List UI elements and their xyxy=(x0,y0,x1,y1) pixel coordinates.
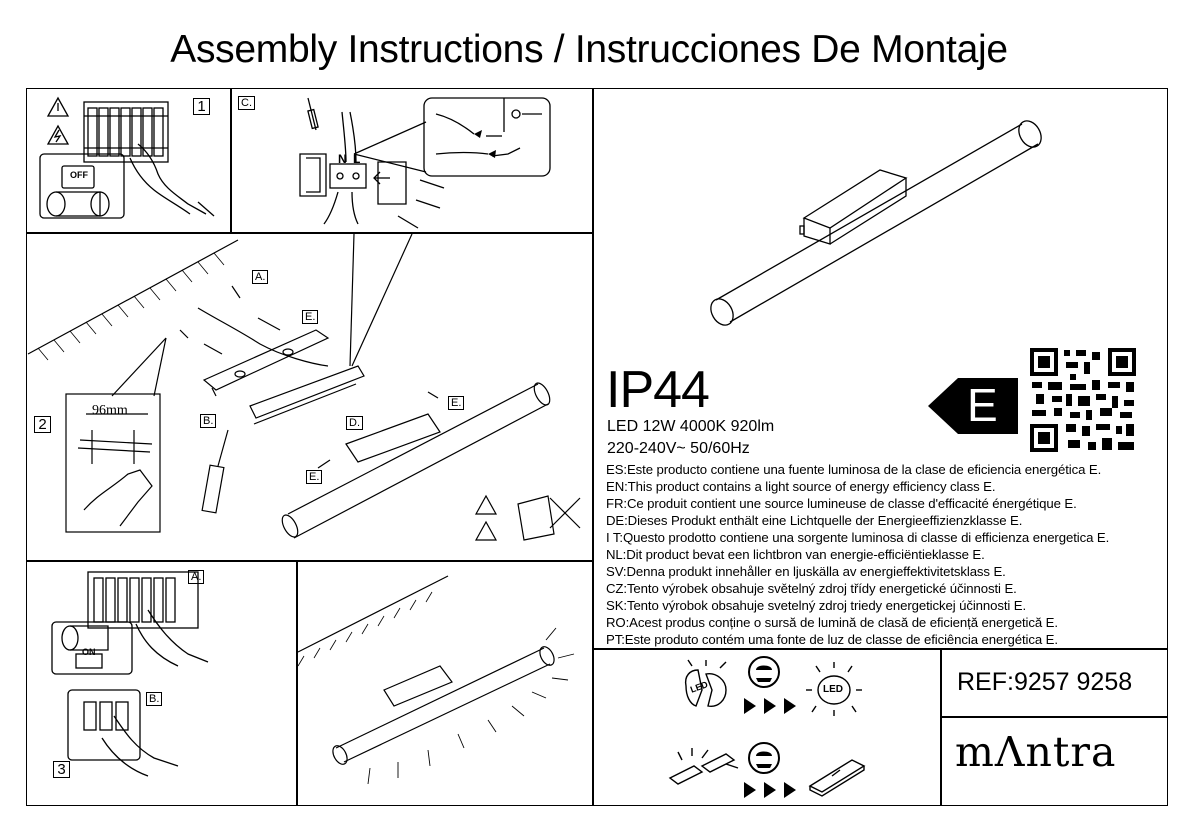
part-label-d: D. xyxy=(346,416,363,430)
energy-class-letter: E xyxy=(967,379,998,431)
energy-statement-es: ES:Este producto contiene una fuente lum… xyxy=(606,462,1102,477)
next-arrows-icon xyxy=(744,782,796,798)
page-title: Assembly Instructions / Instrucciones De… xyxy=(170,28,1008,71)
new-led-text: LED xyxy=(823,684,843,695)
divider xyxy=(26,232,592,234)
divider xyxy=(940,648,942,806)
broken-driver-icon xyxy=(668,748,739,785)
energy-statement-pt: PT:Este produto contém uma fonte de luz … xyxy=(606,632,1058,647)
energy-statement-fr: FR:Ce produit contient une source lumine… xyxy=(606,496,1077,511)
divider xyxy=(296,560,298,806)
divider xyxy=(940,716,1168,718)
divider xyxy=(230,88,232,232)
part-label-b: B. xyxy=(200,414,217,428)
part-label-a: A. xyxy=(188,570,205,584)
instruction-frame xyxy=(26,88,1168,806)
energy-statement-ro: RO:Acest produs conține o sursă de lumin… xyxy=(606,615,1058,630)
part-label-e: E. xyxy=(306,470,323,484)
step-number: 3 xyxy=(53,761,70,778)
mounting-illustration xyxy=(27,233,581,541)
reference-number: REF:9257 9258 xyxy=(957,668,1133,696)
product-lamp-illustration xyxy=(710,120,1042,326)
power-on-illustration xyxy=(51,571,209,777)
energy-statement-en: EN:This product contains a light source … xyxy=(606,479,996,494)
switch-off-label: OFF xyxy=(70,170,88,180)
divider xyxy=(26,560,592,562)
technician-icon xyxy=(748,742,780,774)
wire-live-label: L xyxy=(353,152,361,166)
energy-statement-sk: SK:Tento výrobok obsahuje svetelný zdroj… xyxy=(606,598,1027,613)
energy-statement-nl: NL:Dit product bevat een lichtbron van e… xyxy=(606,547,985,562)
brand-logo: mΛntra xyxy=(955,728,1117,776)
new-led-icon xyxy=(806,662,862,716)
installed-lamp-illustration xyxy=(297,575,575,785)
divider xyxy=(592,648,1168,650)
part-label-c: C. xyxy=(238,96,255,110)
part-label-e: E. xyxy=(448,396,465,410)
part-label-a: A. xyxy=(252,270,269,284)
ip-rating: IP44 xyxy=(606,361,710,419)
energy-statement-sv: SV:Denna produkt innehåller en ljuskälla… xyxy=(606,564,1006,579)
technician-icon xyxy=(748,656,780,688)
energy-statement-de: DE:Dieses Produkt enthält eine Lichtquel… xyxy=(606,513,1023,528)
wire-neutral-label: N xyxy=(338,152,347,166)
spec-voltage: 220-240V~ 50/60Hz xyxy=(607,440,750,457)
energy-statement-it: I T:Questo prodotto contiene una sorgent… xyxy=(606,530,1110,545)
part-label-e: E. xyxy=(302,310,319,324)
energy-class-arrow xyxy=(928,378,1018,434)
wiring-illustration xyxy=(299,97,551,229)
breaker-off-illustration xyxy=(39,96,215,219)
broken-led-icon xyxy=(684,659,727,707)
step-number: 1 xyxy=(193,98,210,115)
energy-statement-cz: CZ:Tento výrobek obsahuje světelný zdroj… xyxy=(606,581,1017,596)
divider xyxy=(592,88,594,806)
step-number: 2 xyxy=(34,416,51,433)
qr-code-icon xyxy=(1030,348,1136,452)
switch-on-label: ON xyxy=(82,647,96,657)
new-driver-icon xyxy=(808,759,866,797)
next-arrows-icon xyxy=(744,698,796,714)
part-label-b: B. xyxy=(146,692,163,706)
spec-power: LED 12W 4000K 920lm xyxy=(607,418,775,435)
